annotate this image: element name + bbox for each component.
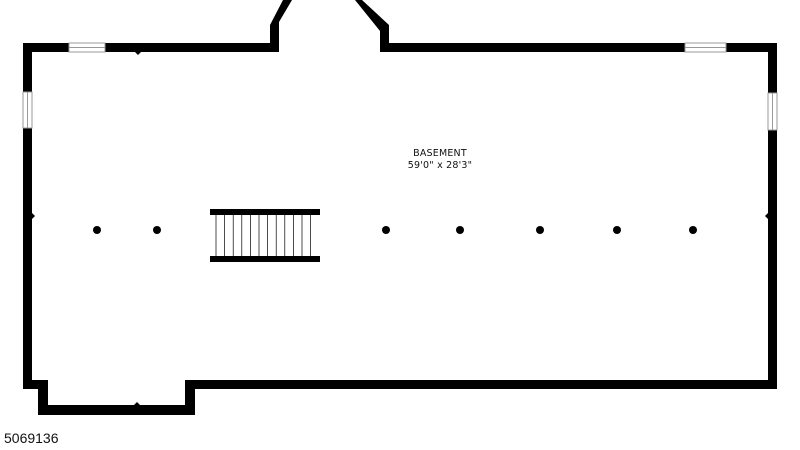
window-top-left	[68, 42, 106, 53]
room-name: BASEMENT	[413, 148, 467, 159]
support-column	[689, 226, 697, 234]
staircase	[210, 209, 320, 262]
exterior-wall	[23, 0, 777, 415]
support-column	[93, 226, 101, 234]
support-columns	[93, 226, 697, 234]
wall-marker-left	[32, 213, 35, 219]
room-label: BASEMENT 59'0" x 28'3"	[340, 148, 540, 172]
support-column	[153, 226, 161, 234]
wall-marker-bottom	[134, 402, 140, 405]
listing-id: 5069136	[4, 430, 59, 446]
room-dimensions: 59'0" x 28'3"	[407, 160, 473, 171]
support-column	[456, 226, 464, 234]
window-left	[22, 91, 33, 129]
wall-marker-right	[765, 213, 768, 219]
support-column	[382, 226, 390, 234]
support-column	[613, 226, 621, 234]
window-top-right	[684, 42, 727, 53]
support-column	[536, 226, 544, 234]
wall-marker-top	[135, 52, 141, 55]
window-right	[767, 92, 778, 131]
